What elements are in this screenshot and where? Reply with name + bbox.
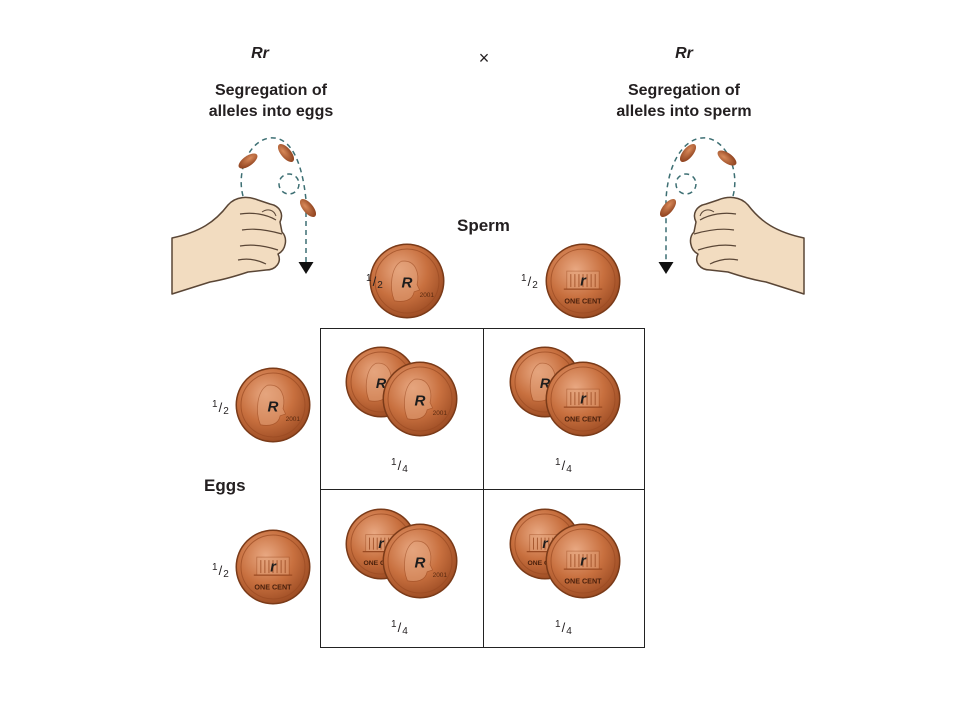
allele-R-label: R	[268, 398, 279, 415]
fraction-numerator: 1	[555, 457, 561, 468]
right-toss-trajectory	[658, 137, 736, 274]
punnett-vertical-divider	[483, 329, 484, 647]
fraction-denominator: 4	[566, 464, 572, 475]
seed-icon	[238, 153, 258, 169]
seed-icon	[679, 143, 697, 163]
left-toss-trajectory	[240, 137, 314, 274]
left-seeds	[238, 143, 317, 218]
fraction-numerator: 1	[366, 273, 372, 284]
rr-probability: 1/4	[555, 619, 572, 637]
fraction-denominator: 2	[223, 569, 229, 580]
coin-year: 2001	[433, 572, 448, 579]
right-seeds	[659, 143, 737, 218]
seed-icon	[299, 198, 317, 218]
seed-icon	[659, 198, 677, 218]
fraction-numerator: 1	[212, 562, 218, 573]
seed-icon	[277, 143, 295, 163]
fraction-numerator: 1	[212, 399, 218, 410]
allele-R-label: R	[540, 376, 551, 392]
right-hand-icon	[689, 196, 805, 295]
rR-bottom-probability: 1/4	[391, 619, 408, 637]
coin-year: 2001	[286, 416, 301, 423]
seed-icon	[717, 150, 737, 166]
sperm-r-probability: 1/2	[521, 273, 538, 291]
allele-R-label: R	[415, 392, 426, 409]
right-parent-genotype: Rr	[675, 45, 693, 62]
egg-r-probability: 1/2	[212, 562, 229, 580]
fraction-denominator: 4	[566, 626, 572, 637]
allele-R-label: R	[402, 274, 413, 291]
coin-year: 2001	[420, 292, 435, 299]
coin-one-cent: ONE CENT	[564, 296, 602, 305]
allele-r-label: r	[580, 391, 587, 407]
egg-R-probability: 1/2	[212, 399, 229, 417]
coin-one-cent: ONE CENT	[254, 582, 292, 591]
fraction-numerator: 1	[555, 619, 561, 630]
punnett-horizontal-divider	[321, 489, 644, 490]
fraction-denominator: 2	[223, 406, 229, 417]
fraction-denominator: 2	[532, 280, 538, 291]
allele-r-label: r	[580, 553, 587, 569]
fraction-numerator: 1	[391, 619, 397, 630]
allele-R-label: R	[376, 376, 387, 392]
fraction-denominator: 4	[402, 464, 408, 475]
fraction-denominator: 2	[377, 280, 383, 291]
egg-R-coin: 2001 R	[235, 367, 311, 443]
fraction-numerator: 1	[391, 457, 397, 468]
coin-one-cent: ONE CENT	[564, 576, 602, 585]
allele-R-label: R	[415, 554, 426, 571]
fraction-denominator: 4	[402, 626, 408, 637]
allele-r-label: r	[542, 536, 548, 551]
allele-r-label: r	[270, 559, 277, 575]
left-hand-icon	[171, 196, 287, 295]
coin-one-cent: ONE CENT	[363, 560, 399, 567]
sperm-caption-line2: alleles into sperm	[616, 103, 752, 120]
sperm-label: Sperm	[457, 216, 510, 235]
RR-probability: 1/4	[391, 457, 408, 475]
coin-one-cent: ONE CENT	[527, 560, 563, 567]
left-parent-genotype: Rr	[251, 45, 269, 62]
eggs-caption-line2: alleles into eggs	[208, 103, 334, 120]
sperm-R-coin: 2001 R	[369, 243, 445, 319]
coin-year: 2001	[433, 410, 448, 417]
eggs-segregation-caption: Segregation of alleles into eggs	[181, 80, 361, 122]
coin-one-cent: ONE CENT	[564, 414, 602, 423]
allele-r-label: r	[580, 273, 587, 289]
sperm-R-probability: 1/2	[366, 273, 383, 291]
cross-symbol: ×	[478, 48, 490, 68]
sperm-caption-line1: Segregation of	[627, 82, 740, 99]
sperm-segregation-caption: Segregation of alleles into sperm	[594, 80, 774, 122]
RR-front-coin: 2001 R	[382, 361, 458, 437]
fraction-numerator: 1	[521, 273, 527, 284]
allele-r-label: r	[378, 536, 384, 551]
punnett-square	[320, 328, 645, 648]
rR-front-coin: 2001 R	[382, 523, 458, 599]
Rr-top-probability: 1/4	[555, 457, 572, 475]
eggs-label: Eggs	[204, 476, 246, 495]
eggs-caption-line1: Segregation of	[214, 82, 327, 99]
